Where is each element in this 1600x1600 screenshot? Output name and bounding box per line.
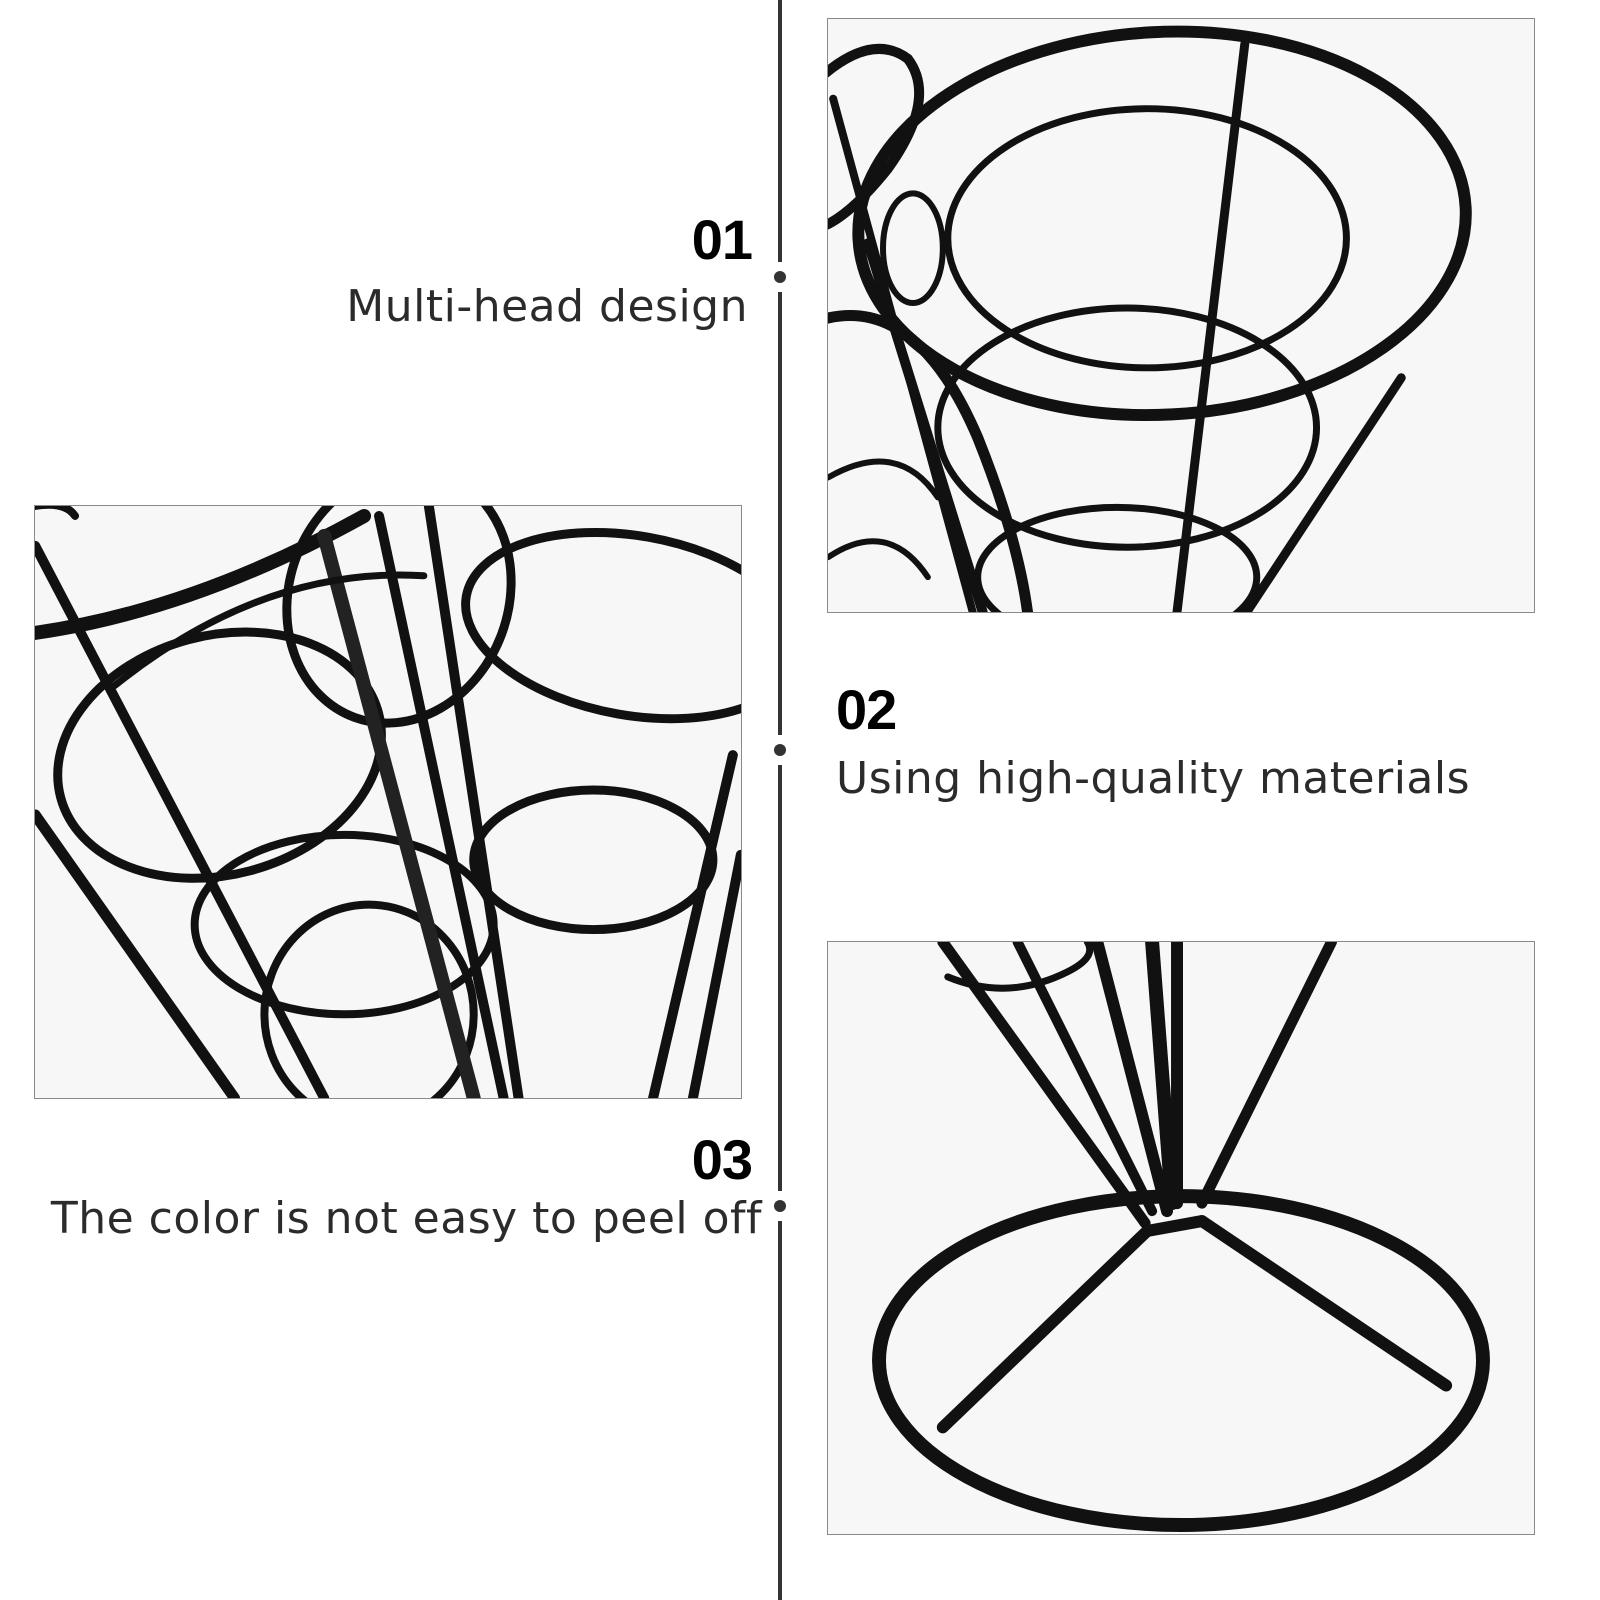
timeline-line-2 [778, 292, 782, 735]
wire-rings-top-illustration [828, 25, 1472, 612]
wire-rings-closeup-illustration [35, 506, 741, 1098]
feature-number-02: 02 [836, 678, 897, 741]
middle-left-photo [34, 505, 742, 1099]
feature-title-03: The color is not easy to peel off [50, 1193, 762, 1244]
top-right-photo [827, 18, 1535, 613]
wire-base-illustration [872, 942, 1490, 1533]
feature-title-02: Using high-quality materials [836, 753, 1471, 804]
timeline-dot-2 [774, 744, 786, 756]
feature-title-01: Multi-head design [346, 281, 748, 332]
bottom-right-photo [827, 941, 1535, 1535]
feature-number-03: 03 [691, 1128, 753, 1191]
timeline-line-4 [778, 1221, 782, 1600]
timeline-dot-1 [774, 271, 786, 283]
feature-number-01: 01 [691, 208, 753, 271]
timeline-line-1 [778, 0, 782, 262]
timeline-line-3 [778, 765, 782, 1191]
timeline-dot-3 [774, 1200, 786, 1212]
